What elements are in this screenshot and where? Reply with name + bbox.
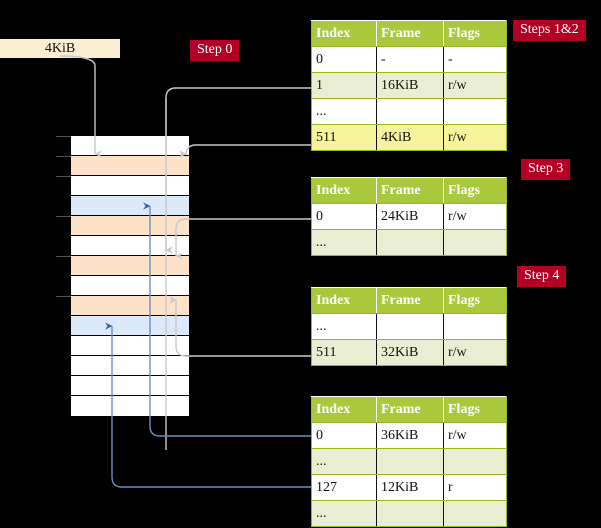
table-row: ... [311, 448, 507, 475]
memory-frame-row [71, 276, 189, 296]
cell-frame [376, 313, 444, 340]
memory-frame-row [71, 396, 189, 416]
column-header-flags: Flags [443, 396, 507, 423]
memory-frame-row [71, 236, 189, 256]
column-header-index: Index [311, 287, 377, 314]
wire-t1-511-to-frame [179, 144, 311, 158]
cell-frame [376, 98, 444, 125]
memory-frame-row [56, 156, 189, 176]
memory-frame-row [56, 216, 189, 236]
frame-size-callout: 4KiB [0, 39, 120, 58]
memory-frame-row [56, 176, 189, 196]
cell-flags: r/w [443, 422, 507, 449]
frame-tick-mark [56, 136, 71, 137]
column-header-frame: Frame [376, 287, 444, 314]
memory-frame-row [71, 376, 189, 396]
column-header-index: Index [311, 177, 377, 204]
step-label-step-3: Step 3 [521, 159, 571, 180]
cell-index: ... [311, 448, 377, 475]
cell-flags: r [443, 474, 507, 501]
cell-index: 0 [311, 422, 377, 449]
column-header-frame: Frame [376, 177, 444, 204]
wire-t2-0-to-frame [175, 218, 311, 260]
cell-frame: 32KiB [376, 339, 444, 366]
frame-tick-mark [56, 216, 71, 217]
memory-frame-row [56, 296, 189, 316]
cell-index: 0 [311, 203, 377, 230]
cell-frame [376, 448, 444, 475]
step-label-steps-1-2: Steps 1&2 [513, 20, 586, 41]
table-row: ... [311, 98, 507, 125]
cell-index: 511 [311, 339, 377, 366]
cell-flags [443, 229, 507, 256]
cell-frame: 24KiB [376, 203, 444, 230]
memory-frame-row [71, 356, 189, 376]
cell-flags: r/w [443, 124, 507, 151]
physical-memory-column [56, 135, 190, 416]
cell-index: ... [311, 229, 377, 256]
table-row: ... [311, 313, 507, 340]
cell-frame: 16KiB [376, 72, 444, 99]
column-header-flags: Flags [443, 177, 507, 204]
table-row: 0-- [311, 46, 507, 73]
cell-index: 0 [311, 46, 377, 73]
cell-frame [376, 500, 444, 527]
cell-frame: 12KiB [376, 474, 444, 501]
step-label-step-0: Step 0 [190, 40, 240, 61]
memory-frame-row [71, 316, 189, 336]
cell-flags [443, 98, 507, 125]
memory-frame-row [71, 196, 189, 216]
cell-frame: 36KiB [376, 422, 444, 449]
frame-tick-mark [56, 156, 71, 157]
cell-frame: 4KiB [376, 124, 444, 151]
cell-flags: r/w [443, 203, 507, 230]
frame-tick-mark [56, 256, 71, 257]
frame-tick-mark [56, 176, 71, 177]
cell-flags: - [443, 46, 507, 73]
cell-flags [443, 313, 507, 340]
cell-index: 1 [311, 72, 377, 99]
memory-frame-row [56, 256, 189, 276]
column-header-index: Index [311, 396, 377, 423]
cell-index: 511 [311, 124, 377, 151]
cell-index: ... [311, 98, 377, 125]
step-label-step-4: Step 4 [517, 266, 567, 287]
wire-t3-511-to-frame [169, 296, 311, 357]
cell-index: ... [311, 500, 377, 527]
column-header-flags: Flags [443, 287, 507, 314]
table-row: ... [311, 229, 507, 256]
column-header-index: Index [311, 20, 377, 47]
frame-tick-mark [56, 296, 71, 297]
cell-flags [443, 448, 507, 475]
column-header-frame: Frame [376, 20, 444, 47]
cell-frame [376, 229, 444, 256]
cell-flags: r/w [443, 72, 507, 99]
memory-frame-row [71, 336, 189, 356]
memory-frame-row [56, 136, 189, 156]
column-header-frame: Frame [376, 396, 444, 423]
cell-index: ... [311, 313, 377, 340]
cell-frame: - [376, 46, 444, 73]
column-header-flags: Flags [443, 20, 507, 47]
table-row: ... [311, 500, 507, 527]
cell-flags [443, 500, 507, 527]
cell-index: 127 [311, 474, 377, 501]
cell-flags: r/w [443, 339, 507, 366]
